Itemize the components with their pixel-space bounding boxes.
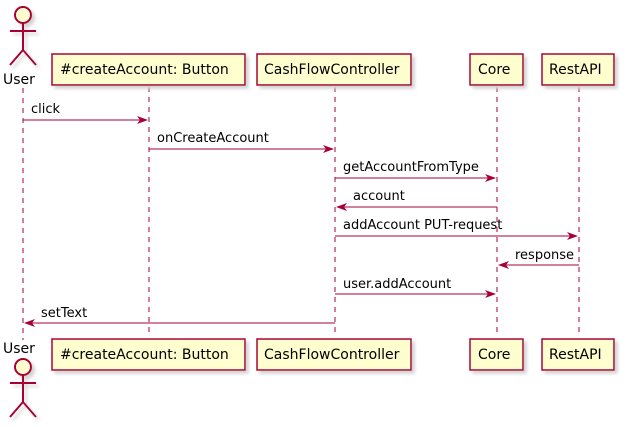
message-label-oncreateaccount: onCreateAccount bbox=[157, 131, 269, 146]
message-label-addaccount-put: addAccount PUT-request bbox=[343, 218, 502, 233]
participant-box-core-bottom bbox=[469, 338, 524, 371]
arrowhead-icon bbox=[485, 174, 496, 182]
message-label-user-addaccount: user.addAccount bbox=[343, 277, 451, 292]
arrowhead-icon bbox=[567, 232, 578, 240]
arrowhead-icon bbox=[336, 203, 347, 211]
participant-label-btn-top: #createAccount: Button bbox=[60, 62, 229, 78]
participant-label-api-bottom: RestAPI bbox=[549, 347, 602, 363]
participant-label-core-bottom: Core bbox=[478, 347, 510, 363]
participant-box-ctrl-bottom bbox=[256, 338, 412, 371]
actor-leg-left bbox=[9, 401, 24, 418]
participant-box-btn-top bbox=[51, 53, 246, 86]
participant-label-api-top: RestAPI bbox=[549, 62, 602, 78]
actor-head-icon bbox=[14, 6, 32, 24]
arrowhead-icon bbox=[485, 290, 496, 298]
actor-leg-left bbox=[9, 49, 24, 66]
message-label-response: response bbox=[515, 248, 574, 263]
participant-box-api-top bbox=[541, 53, 615, 86]
arrowhead-icon bbox=[137, 116, 148, 124]
participant-box-ctrl-top bbox=[256, 53, 412, 86]
participant-box-btn-bottom bbox=[51, 338, 246, 371]
message-label-click: click bbox=[31, 102, 61, 117]
message-label-settext: setText bbox=[41, 306, 87, 321]
participant-label-ctrl-top: CashFlowController bbox=[264, 62, 400, 78]
actor-user-bottom bbox=[9, 358, 37, 418]
participant-box-api-bottom bbox=[541, 338, 615, 371]
message-label-account: account bbox=[353, 189, 405, 204]
actor-head-icon bbox=[14, 358, 32, 376]
participant-label-core-top: Core bbox=[478, 62, 510, 78]
arrowhead-icon bbox=[323, 145, 334, 153]
actor-leg-right bbox=[22, 49, 37, 66]
arrowhead-icon bbox=[24, 319, 35, 327]
message-label-getaccountfromtype: getAccountFromType bbox=[343, 160, 479, 175]
arrowhead-icon bbox=[498, 261, 509, 269]
actor-user-top bbox=[9, 6, 37, 66]
actor-label-bottom: User bbox=[3, 341, 35, 357]
participant-box-core-top bbox=[469, 53, 524, 86]
actor-label-top: User bbox=[3, 72, 35, 88]
participant-label-ctrl-bottom: CashFlowController bbox=[264, 347, 400, 363]
actor-leg-right bbox=[22, 401, 37, 418]
participant-label-btn-bottom: #createAccount: Button bbox=[60, 347, 229, 363]
